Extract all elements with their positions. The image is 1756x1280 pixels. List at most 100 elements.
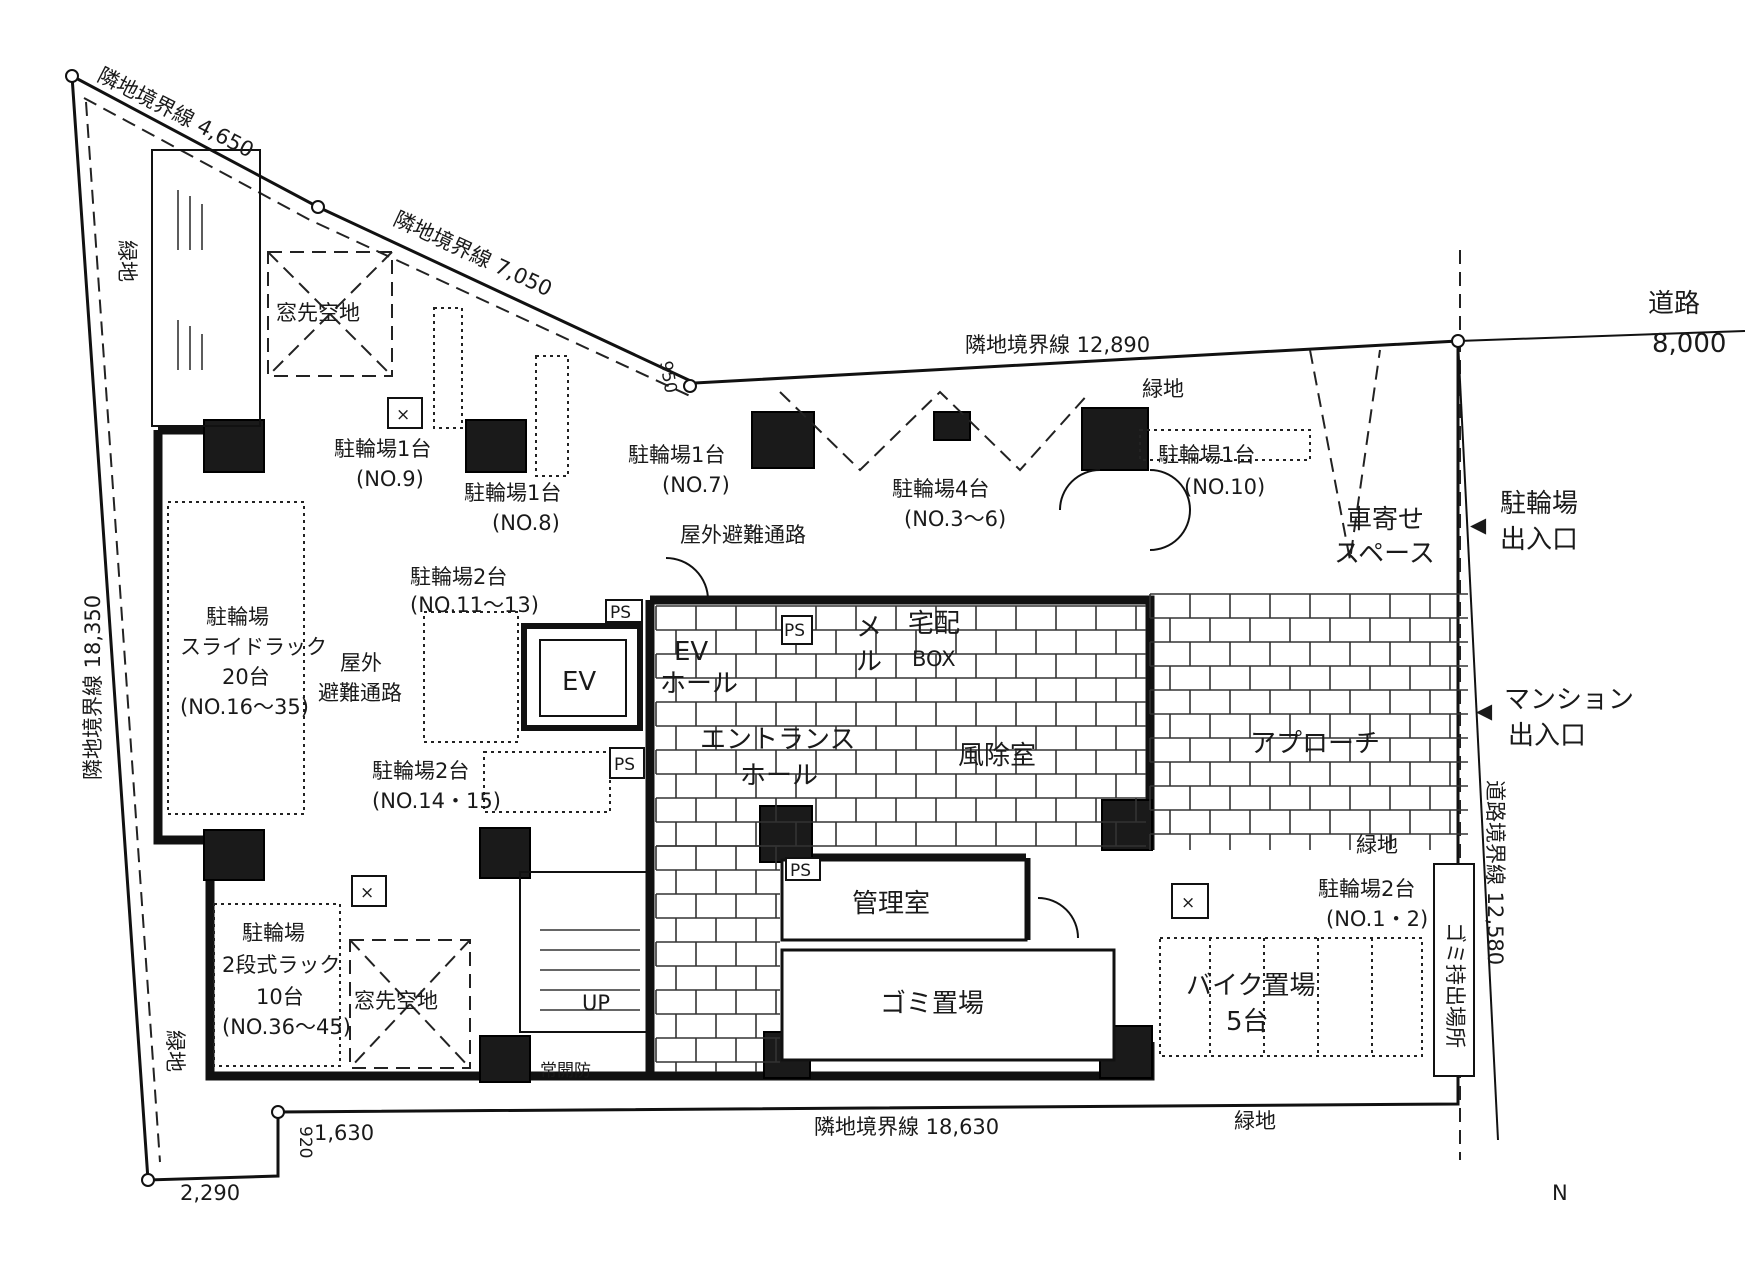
parking-no14-15-number: (NO.14・15) xyxy=(372,789,501,813)
entrance-hall-label-2: ホール xyxy=(740,761,818,791)
bicycle-entrance-line1: 駐輪場 xyxy=(1500,489,1578,519)
boundary-nw-upper: 隣地境界線 4,650 xyxy=(94,63,258,162)
parking-no8-number: (NO.8) xyxy=(492,511,560,535)
green-area-label: 緑地 xyxy=(115,240,139,282)
dim-1630: 1,630 xyxy=(314,1121,374,1145)
doors xyxy=(665,469,1191,939)
motorbike-parking-label-1: バイク置場 xyxy=(1186,971,1315,1001)
slide-rack-label-2: スライドラック xyxy=(180,635,327,659)
column xyxy=(751,411,815,469)
dim-2290: 2,290 xyxy=(180,1181,240,1205)
boundary-west: 隣地境界線 18,350 xyxy=(81,595,105,780)
column xyxy=(1101,799,1153,851)
parking-no8: 駐輪場1台 xyxy=(464,481,561,505)
ps-label: PS xyxy=(790,861,811,881)
approach-label: アプローチ xyxy=(1250,729,1380,759)
delivery-box-label-2: BOX xyxy=(912,647,956,671)
bicycle-parking-labels: 駐輪場1台 (NO.9) 駐輪場1台 (NO.8) 駐輪場1台 (NO.7) 駐… xyxy=(180,437,1428,1039)
ev-hall-label-1: EV xyxy=(674,637,708,667)
boundary-nw-lower: 隣地境界線 7,050 xyxy=(390,207,556,301)
tiled-floor xyxy=(655,593,1468,1072)
boundary-east: 道路境界線 12,580 xyxy=(1483,780,1507,965)
mansion-entrance-line1: マンション xyxy=(1504,685,1634,715)
road-width: 8,000 xyxy=(1652,329,1726,359)
dim-920: 920 xyxy=(295,1126,315,1158)
outdoor-evacuation-label-1: 屋外 xyxy=(340,651,382,675)
green-area-label: 緑地 xyxy=(1142,377,1184,401)
parking-no11-13-number: (NO.11〜13) xyxy=(410,593,539,617)
green-area-label: 緑地 xyxy=(163,1030,187,1072)
compass-north: N xyxy=(1552,1181,1568,1205)
parking-no10: 駐輪場1台 xyxy=(1158,443,1255,467)
svg-text:×: × xyxy=(396,405,410,425)
car-drop-off-label-2: スペース xyxy=(1334,539,1435,569)
column xyxy=(933,411,971,441)
stairs-up-label: UP xyxy=(582,991,610,1015)
outdoor-evacuation-route-label: 屋外避難通路 xyxy=(680,523,806,547)
two-tier-rack-label-2: 2段式ラック xyxy=(222,953,340,977)
windbreak-room-label: 風除室 xyxy=(958,741,1036,771)
boundary-south: 隣地境界線 18,630 xyxy=(814,1115,999,1139)
slide-rack-label-4: (NO.16〜35) xyxy=(180,695,309,719)
column xyxy=(203,829,265,881)
parking-no3-6-number: (NO.3〜6) xyxy=(904,507,1006,531)
parking-no9: 駐輪場1台 xyxy=(334,437,431,461)
slide-rack-label-1: 駐輪場 xyxy=(206,605,269,629)
parking-no9-number: (NO.9) xyxy=(356,467,424,491)
column xyxy=(203,419,265,473)
road-labels: 道路 8,000 ◀ 駐輪場 出入口 ◀ マンション 出入口 N xyxy=(1470,289,1726,1205)
bicycle-entrance-line2: 出入口 xyxy=(1500,525,1578,555)
mansion-entrance-line2: 出入口 xyxy=(1508,721,1586,751)
markers: × × × xyxy=(351,397,1209,919)
management-room-label: 管理室 xyxy=(852,889,930,919)
slide-rack-label-3: 20台 xyxy=(222,665,270,689)
ev-label: EV xyxy=(562,667,596,697)
dim-950: 950 xyxy=(655,359,680,394)
window-open-space-label: 窓先空地 xyxy=(276,301,360,325)
outdoor-evacuation-label-2: 避難通路 xyxy=(318,681,402,705)
parking-no7-number: (NO.7) xyxy=(662,473,730,497)
column xyxy=(465,419,527,473)
utility-rooms xyxy=(780,858,1475,1077)
zones xyxy=(167,307,1423,1067)
delivery-box-label-1: 宅配 xyxy=(908,609,960,639)
window-open-space-areas xyxy=(267,251,1381,1069)
normally-open-fire-door-label: 常開防 xyxy=(540,1061,591,1081)
window-open-space-label: 窓先空地 xyxy=(354,989,438,1013)
parking-no10-number: (NO.10) xyxy=(1184,475,1265,499)
road-label: 道路 xyxy=(1648,289,1700,319)
ps-label: PS xyxy=(614,755,635,775)
boundary-north: 隣地境界線 12,890 xyxy=(965,333,1150,357)
column xyxy=(479,1035,531,1083)
parking-no7: 駐輪場1台 xyxy=(628,443,725,467)
green-area-label: 緑地 xyxy=(1234,1109,1276,1133)
parking-no3-6: 駐輪場4台 xyxy=(892,477,989,501)
svg-text:×: × xyxy=(360,883,374,903)
ps-label: PS xyxy=(610,603,631,623)
mail-label-1: メ xyxy=(856,613,882,643)
two-tier-rack-label-4: (NO.36〜45) xyxy=(222,1015,351,1039)
two-tier-rack-label-1: 駐輪場 xyxy=(242,921,305,945)
garbage-pickup-label: ゴミ持出場所 xyxy=(1443,922,1467,1048)
mail-label-2: ル xyxy=(856,647,882,677)
parking-no11-13: 駐輪場2台 xyxy=(410,565,507,589)
motorbike-parking-label-2: 5台 xyxy=(1226,1007,1269,1037)
ev-hall-label-2: ホール xyxy=(660,669,738,699)
parking-no1-2-number: (NO.1・2) xyxy=(1326,907,1428,931)
green-area-label: 緑地 xyxy=(1356,833,1398,857)
column xyxy=(759,805,813,863)
garbage-room-label: ゴミ置場 xyxy=(880,989,984,1019)
ps-label: PS xyxy=(784,621,805,641)
mansion-entrance-arrow: ◀ xyxy=(1476,699,1493,723)
entrance-hall-label-1: エントランス xyxy=(700,725,855,755)
parking-no14-15: 駐輪場2台 xyxy=(372,759,469,783)
svg-text:×: × xyxy=(1181,893,1195,913)
ps-boxes xyxy=(605,599,821,881)
elevator xyxy=(521,623,643,731)
bicycle-entrance-arrow: ◀ xyxy=(1470,513,1487,537)
room-labels: EV EV ホール PS PS PS PS メ ル 宅配 BOX エントランス … xyxy=(115,240,1467,1133)
car-drop-off-label-1: 車寄せ xyxy=(1346,505,1424,535)
column xyxy=(1081,407,1149,471)
two-tier-rack-label-3: 10台 xyxy=(256,985,304,1009)
